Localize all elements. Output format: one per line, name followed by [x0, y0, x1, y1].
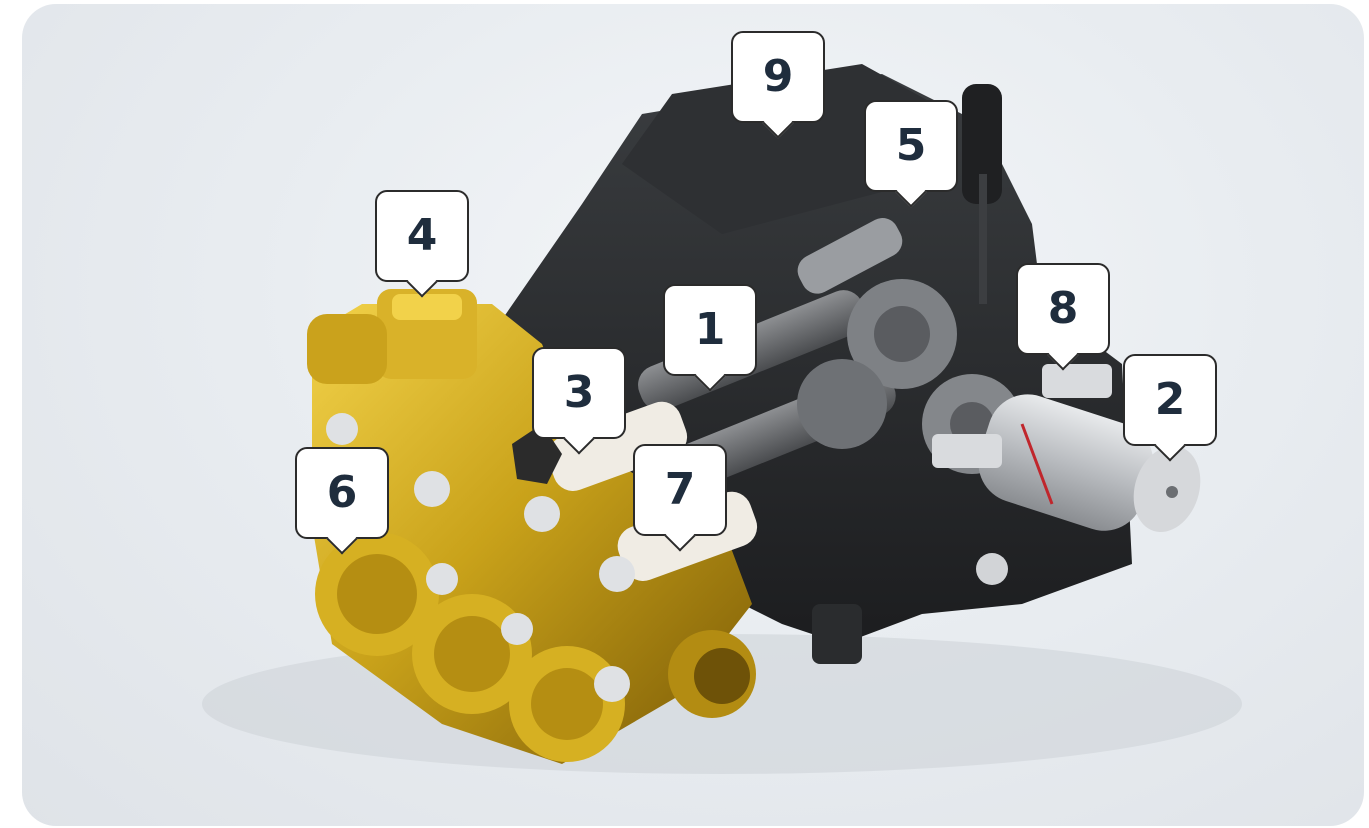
valve-cap-3-inner [531, 668, 603, 740]
bearing-clip-top [1042, 364, 1112, 398]
callout-2: 2 [1123, 354, 1217, 446]
manifold-bolt-1 [414, 471, 450, 507]
inlet-port-left [307, 314, 387, 384]
valve-cap-2-inner [434, 616, 510, 692]
callout-4: 4 [375, 190, 469, 282]
callout-8: 8 [1016, 263, 1110, 355]
diagram-frame: 9 5 4 1 8 3 2 6 7 [22, 4, 1364, 826]
callout-8-label: 8 [1047, 283, 1079, 334]
pump-illustration [202, 64, 1242, 774]
manifold-bolt-7 [326, 413, 358, 445]
callout-3: 3 [532, 347, 626, 439]
shaft-seal-line [1020, 423, 1054, 505]
dipstick-rod [979, 174, 987, 304]
callout-1: 1 [663, 284, 757, 376]
crankcase-foot [812, 604, 862, 664]
manifold-bolt-6 [594, 666, 630, 702]
callout-5-label: 5 [895, 120, 927, 171]
oil-dipstick [962, 84, 1002, 204]
valve-cap-1-inner [337, 554, 417, 634]
shaft-hole [1166, 486, 1178, 498]
callout-7: 7 [633, 444, 727, 536]
callout-4-label: 4 [406, 210, 438, 261]
callout-3-label: 3 [563, 367, 595, 418]
manifold-bolt-5 [501, 613, 533, 645]
crank-pin-1-inner [874, 306, 930, 362]
callout-6: 6 [295, 447, 389, 539]
bearing-clip-bottom [932, 434, 1002, 468]
top-nut-cap [392, 294, 462, 320]
outlet-port-hole [694, 648, 750, 704]
housing-bolt [976, 553, 1008, 585]
callout-9-label: 9 [762, 51, 794, 102]
callout-6-label: 6 [326, 467, 358, 518]
manifold-bolt-3 [599, 556, 635, 592]
ceramic-piston-top [547, 401, 688, 491]
callout-7-label: 7 [664, 464, 696, 515]
connecting-rod [797, 217, 903, 294]
callout-9: 9 [731, 31, 825, 123]
relief-valve [512, 424, 562, 484]
callout-2-label: 2 [1154, 374, 1186, 425]
manifold-bolt-4 [426, 563, 458, 595]
manifold-bolt-2 [524, 496, 560, 532]
crank-pin-2 [797, 359, 887, 449]
callout-1-label: 1 [694, 304, 726, 355]
callout-5: 5 [864, 100, 958, 192]
